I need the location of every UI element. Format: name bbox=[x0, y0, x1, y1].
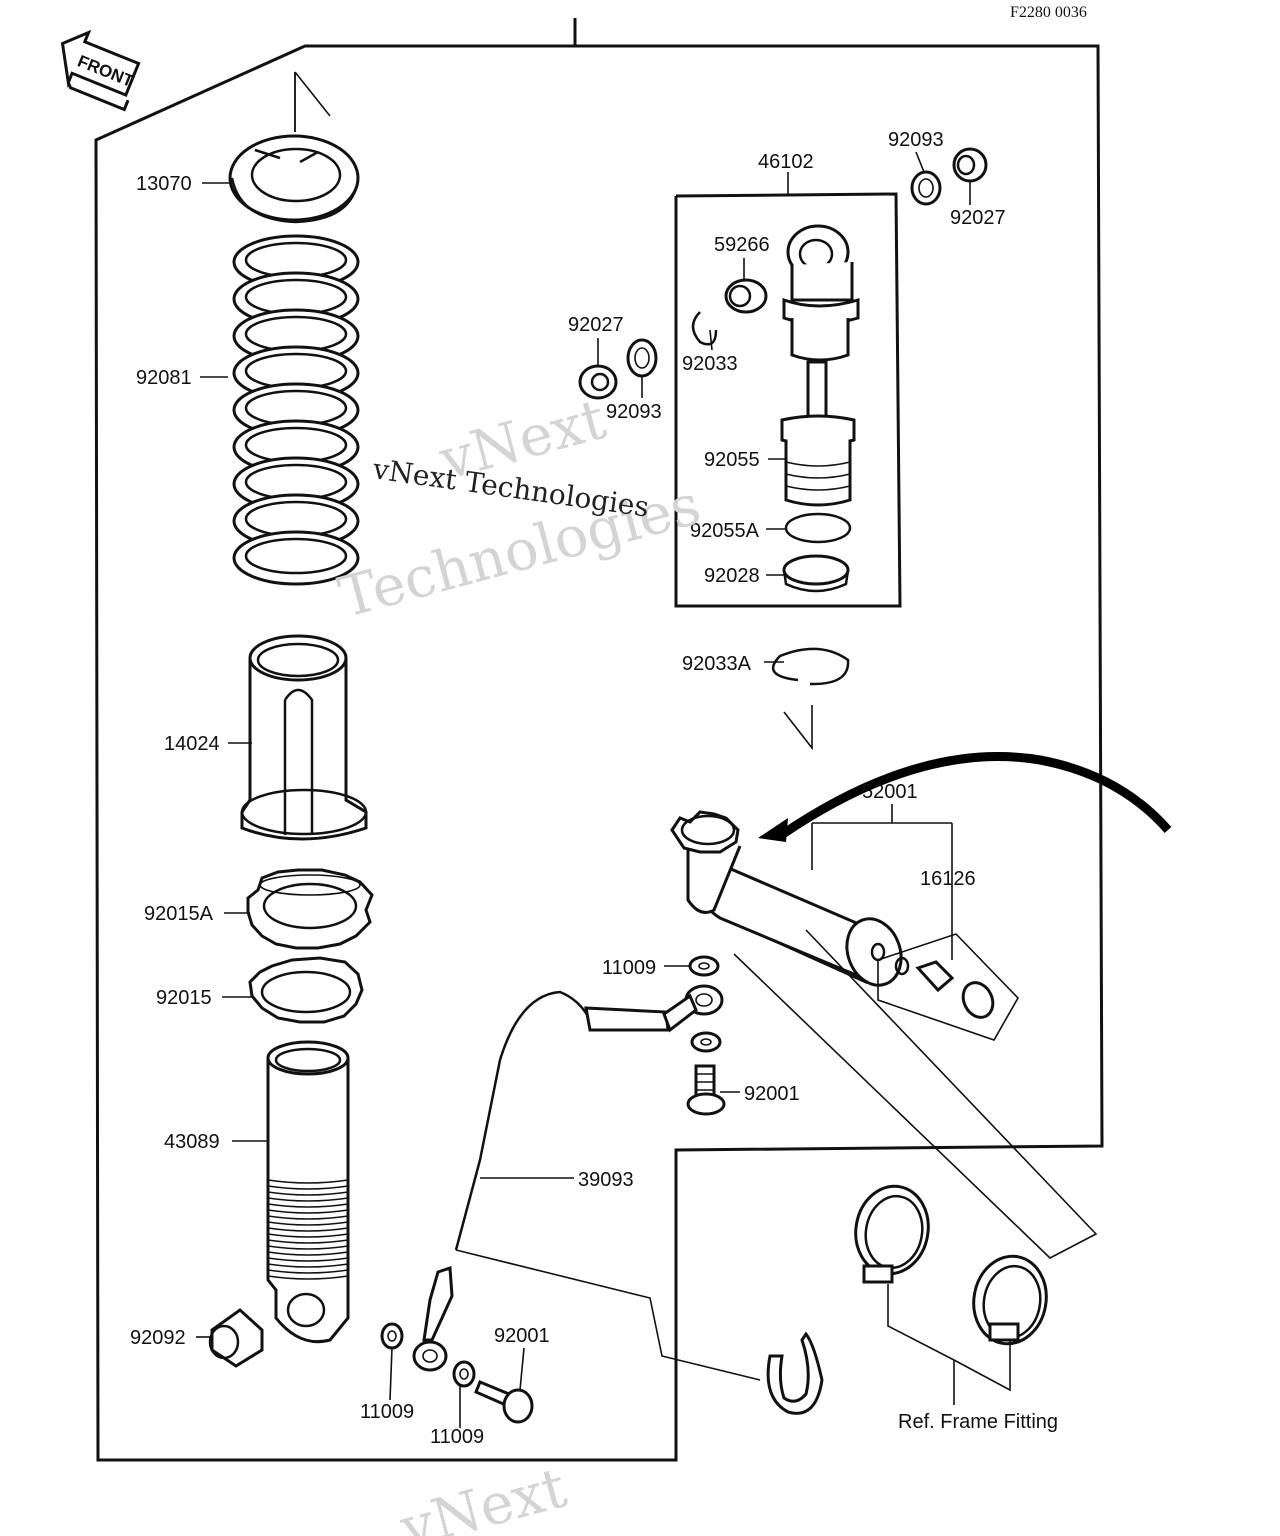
label-39093: 39093 bbox=[578, 1169, 634, 1191]
assembly-frame bbox=[94, 18, 1104, 1462]
thread-line bbox=[267, 1275, 349, 1280]
label-52001: 52001 bbox=[862, 781, 918, 803]
washer-11009-right-bot bbox=[690, 1031, 722, 1053]
thread-line bbox=[267, 1221, 349, 1226]
circlip-92033A bbox=[771, 647, 850, 686]
thread-line bbox=[267, 1179, 349, 1184]
frame-clamp-left bbox=[854, 1184, 930, 1284]
locknut-92015A bbox=[246, 868, 374, 950]
label-92027-left: 92027 bbox=[568, 314, 624, 336]
curved-arrow-icon bbox=[758, 752, 1172, 842]
bushing-92092 bbox=[208, 1308, 264, 1368]
label-16126: 16126 bbox=[920, 868, 976, 890]
washer-92093-top bbox=[910, 170, 942, 206]
bracket-46102 bbox=[674, 172, 902, 608]
leader-lines bbox=[196, 151, 1098, 1428]
label-11009-left-b: 11009 bbox=[430, 1426, 484, 1448]
label-92093-top: 92093 bbox=[888, 129, 944, 151]
collar-92027-left bbox=[578, 364, 618, 400]
ref-frame-fitting-label: Ref. Frame Fitting bbox=[898, 1411, 1058, 1433]
label-59266: 59266 bbox=[714, 234, 770, 256]
washer-92093-left bbox=[626, 338, 658, 378]
thread-line bbox=[267, 1203, 349, 1208]
spring-seat bbox=[228, 134, 360, 224]
label-92081: 92081 bbox=[136, 367, 192, 389]
washer-11009-right-top bbox=[688, 955, 720, 977]
thread-line bbox=[267, 1233, 349, 1238]
thread-line bbox=[267, 1227, 349, 1232]
watermark-bottom: vNext bbox=[393, 1455, 573, 1536]
thread-line bbox=[267, 1197, 349, 1202]
hose-39093 bbox=[412, 984, 724, 1372]
label-92033: 92033 bbox=[682, 353, 738, 375]
guide-mark-mid bbox=[783, 705, 813, 751]
bolt-92001-right bbox=[686, 1064, 726, 1116]
shock-rod-assembly bbox=[780, 224, 860, 507]
circlip-92033 bbox=[691, 311, 718, 346]
spring-coil-inner bbox=[244, 537, 348, 575]
thread-line bbox=[267, 1263, 349, 1268]
oring-92055A bbox=[784, 512, 852, 544]
part-labels: 13070 92081 14024 92015A 92015 43089 920… bbox=[130, 129, 1058, 1448]
label-92027-top: 92027 bbox=[950, 207, 1006, 229]
thread-line bbox=[267, 1257, 349, 1262]
label-14024: 14024 bbox=[164, 733, 220, 755]
front-arrow-icon: FRONT bbox=[60, 29, 141, 112]
frame-clamp-right bbox=[972, 1254, 1048, 1346]
washer-11009-left-b bbox=[452, 1360, 476, 1388]
label-92092: 92092 bbox=[130, 1327, 186, 1349]
thread-line bbox=[267, 1209, 349, 1214]
valve-16126 bbox=[877, 933, 1019, 1041]
spring-guide bbox=[240, 634, 368, 841]
label-13070: 13070 bbox=[136, 173, 192, 195]
washer-11009-left-a bbox=[380, 1322, 404, 1350]
thread-line bbox=[267, 1185, 349, 1190]
label-92001-left: 92001 bbox=[494, 1325, 550, 1347]
label-92033A: 92033A bbox=[682, 653, 752, 675]
label-92015: 92015 bbox=[156, 987, 212, 1009]
thread-line bbox=[267, 1191, 349, 1196]
bushing-59266 bbox=[724, 278, 768, 314]
label-92093-left: 92093 bbox=[606, 401, 662, 423]
shock-body bbox=[266, 1040, 350, 1344]
label-92001-right: 92001 bbox=[744, 1083, 800, 1105]
bolt-92001-left bbox=[474, 1380, 534, 1424]
label-11009-right: 11009 bbox=[602, 957, 656, 979]
label-92055: 92055 bbox=[704, 449, 760, 471]
label-43089: 43089 bbox=[164, 1131, 220, 1153]
label-92055A: 92055A bbox=[690, 520, 760, 542]
thread-line bbox=[267, 1245, 349, 1250]
label-46102: 46102 bbox=[758, 151, 814, 173]
ring-92028 bbox=[782, 554, 850, 593]
collar-92027-top bbox=[952, 147, 988, 183]
coil-spring bbox=[232, 234, 360, 586]
thread-line bbox=[267, 1251, 349, 1256]
label-92028: 92028 bbox=[704, 565, 760, 587]
nut-92015 bbox=[248, 956, 364, 1024]
thread-line bbox=[267, 1215, 349, 1220]
reservoir-52001 bbox=[670, 810, 903, 987]
figure-code: F2280 0036 bbox=[1010, 4, 1087, 21]
thread-line bbox=[267, 1269, 349, 1274]
thread-line bbox=[267, 1239, 349, 1244]
spring-coil bbox=[232, 530, 360, 586]
label-92015A: 92015A bbox=[144, 903, 214, 925]
label-11009-left-a: 11009 bbox=[360, 1401, 414, 1423]
hose-clamp bbox=[766, 1331, 824, 1415]
